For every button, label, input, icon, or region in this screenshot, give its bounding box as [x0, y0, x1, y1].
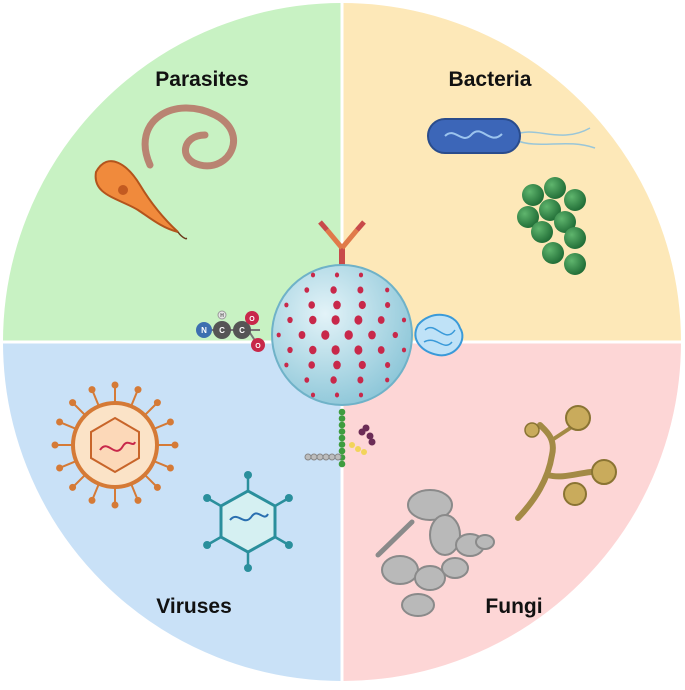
nanoparticle-dot	[287, 346, 293, 354]
nanoparticle-dot	[377, 346, 385, 354]
cocci-icon	[517, 177, 586, 275]
nanoparticle-dot	[385, 362, 391, 368]
trypanosome-icon	[94, 160, 188, 240]
glycan-icon	[304, 408, 376, 468]
nanoparticle-dot	[298, 331, 306, 339]
nanoparticle-dot	[331, 315, 340, 325]
nanoparticle-dot	[284, 302, 289, 308]
nanoparticle-dot	[401, 317, 407, 323]
label-fungi: Fungi	[485, 595, 542, 618]
atom-c2: C	[239, 326, 245, 335]
nanoparticle-icon	[271, 264, 413, 406]
nanoparticle-dot	[334, 392, 340, 398]
nanoparticle-dot	[358, 392, 364, 398]
nanoparticle-dot	[354, 345, 363, 355]
nanoparticle-dot	[344, 330, 353, 340]
nanoparticle-dots	[276, 272, 407, 398]
quadrant-fungi	[342, 342, 682, 682]
enveloped-virus-icon	[51, 381, 179, 509]
nanoparticle-dot	[333, 300, 341, 310]
nanoparticle-dot	[392, 331, 398, 339]
nanoparticle-dot	[333, 360, 341, 370]
quadrant-viruses	[2, 342, 342, 682]
quadrant-parasites	[2, 2, 342, 342]
atom-n: N	[201, 326, 207, 335]
nanoparticle-dot	[385, 302, 391, 308]
nanoparticle-dot	[357, 376, 364, 384]
atom-h: H	[220, 313, 224, 319]
nanoparticle-dot	[276, 332, 281, 338]
nanoparticle-dot	[287, 316, 293, 324]
nanoparticle-dot	[284, 362, 289, 368]
protein-icon	[414, 313, 464, 357]
worm-icon	[141, 104, 238, 170]
amino-acid-icon: N C C O O H	[196, 310, 265, 352]
nanoparticle-dot	[321, 330, 330, 340]
nanoparticle-dot	[304, 377, 310, 383]
nanoparticle-dot	[310, 272, 316, 278]
bacillus-icon	[427, 118, 596, 154]
yeast-icon	[375, 489, 495, 617]
atom-o2: O	[255, 343, 261, 350]
nanoparticle-dot	[309, 315, 317, 325]
nanoparticle-dot	[308, 361, 316, 369]
atom-c1: C	[219, 326, 225, 335]
nanoparticle-dot	[358, 272, 364, 278]
nanoparticle-dot	[330, 376, 337, 384]
nanoparticle-dot	[331, 345, 340, 355]
nanoparticle-dot	[334, 272, 340, 278]
atom-o1: O	[249, 316, 255, 323]
nanoparticle-dot	[385, 377, 390, 383]
nanoparticle-dot	[358, 300, 366, 310]
nanoparticle-dot	[368, 330, 376, 340]
quadrant-bacteria	[342, 2, 682, 342]
nanoparticle-dot	[330, 286, 337, 294]
nanoparticle-dot	[354, 315, 363, 325]
label-viruses: Viruses	[156, 595, 232, 618]
nanoparticle-dot	[358, 360, 366, 370]
capsid-virus-icon	[203, 471, 293, 572]
nanoparticle-dot	[304, 287, 310, 293]
nanoparticle-dot	[401, 347, 407, 353]
label-bacteria: Bacteria	[449, 68, 532, 91]
nanoparticle-dot	[385, 287, 390, 293]
nanoparticle-dot	[310, 392, 316, 398]
nanoparticle-dot	[357, 286, 364, 294]
nanoparticle-dot	[308, 301, 316, 309]
mold-icon	[515, 405, 617, 521]
nanoparticle-dot	[309, 345, 317, 355]
label-parasites: Parasites	[155, 68, 248, 91]
nanoparticle-dot	[377, 316, 385, 324]
